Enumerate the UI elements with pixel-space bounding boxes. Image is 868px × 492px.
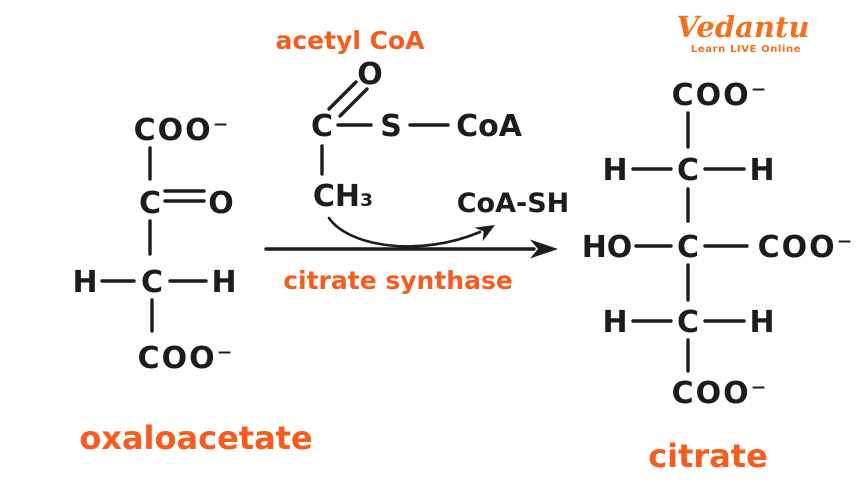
- enzyme-label: citrate synthase: [283, 266, 513, 295]
- cit-r2-ho: HO: [582, 230, 633, 265]
- oxa-keto-o: O: [208, 186, 234, 221]
- byproduct-label: CoA-SH: [457, 188, 570, 219]
- cit-r1-h-right: H: [749, 153, 774, 188]
- oxa-coo-top: COO⁻: [134, 113, 231, 148]
- product-label: citrate: [648, 437, 768, 475]
- cit-r2-c: C: [677, 230, 699, 265]
- oxa-h-left: H: [72, 265, 97, 300]
- acoa-ch3: CH₃: [313, 179, 373, 214]
- substrate-label: oxaloacetate: [79, 419, 312, 457]
- oxaloacetate-structure: COO⁻ C O H C H COO⁻: [72, 113, 236, 376]
- acetyl-coa-label: acetyl CoA: [275, 26, 425, 55]
- cit-r3-h-left: H: [602, 305, 627, 340]
- vedantu-logo-tagline: Learn LIVE Online: [691, 44, 801, 55]
- byproduct-curved-arrow: [327, 216, 495, 248]
- cit-r3-c: C: [677, 305, 699, 340]
- acoa-c: C: [311, 109, 333, 144]
- cit-r3-h-right: H: [749, 305, 774, 340]
- double-bond: [327, 80, 358, 111]
- reaction-arrow-head: [530, 239, 558, 259]
- reaction-arrow: [264, 239, 558, 259]
- vedantu-logo: Vedantu Learn LIVE Online: [677, 10, 810, 55]
- cit-coo-bottom: COO⁻: [672, 376, 769, 411]
- curved-arrow-head: [474, 225, 495, 242]
- oxa-center-c: C: [141, 265, 163, 300]
- acetyl-coa-structure: O C S CoA CH₃: [311, 57, 523, 214]
- curved-arrow-line: [327, 216, 482, 248]
- cit-r2-coo: COO⁻: [758, 230, 855, 265]
- citrate-structure: COO⁻ H C H HO C COO⁻ H C H COO⁻: [582, 78, 855, 411]
- cit-coo-top: COO⁻: [672, 78, 769, 113]
- acoa-coa: CoA: [456, 109, 523, 144]
- cit-r1-h-left: H: [602, 153, 627, 188]
- acoa-s: S: [380, 109, 402, 144]
- oxa-h-right: H: [211, 265, 236, 300]
- oxa-coo-bottom: COO⁻: [138, 341, 235, 376]
- vedantu-logo-text: Vedantu: [677, 10, 810, 44]
- cit-r1-c: C: [677, 153, 699, 188]
- double-bond: [338, 87, 369, 118]
- acoa-o: O: [357, 57, 383, 92]
- oxa-keto-c: C: [139, 186, 161, 221]
